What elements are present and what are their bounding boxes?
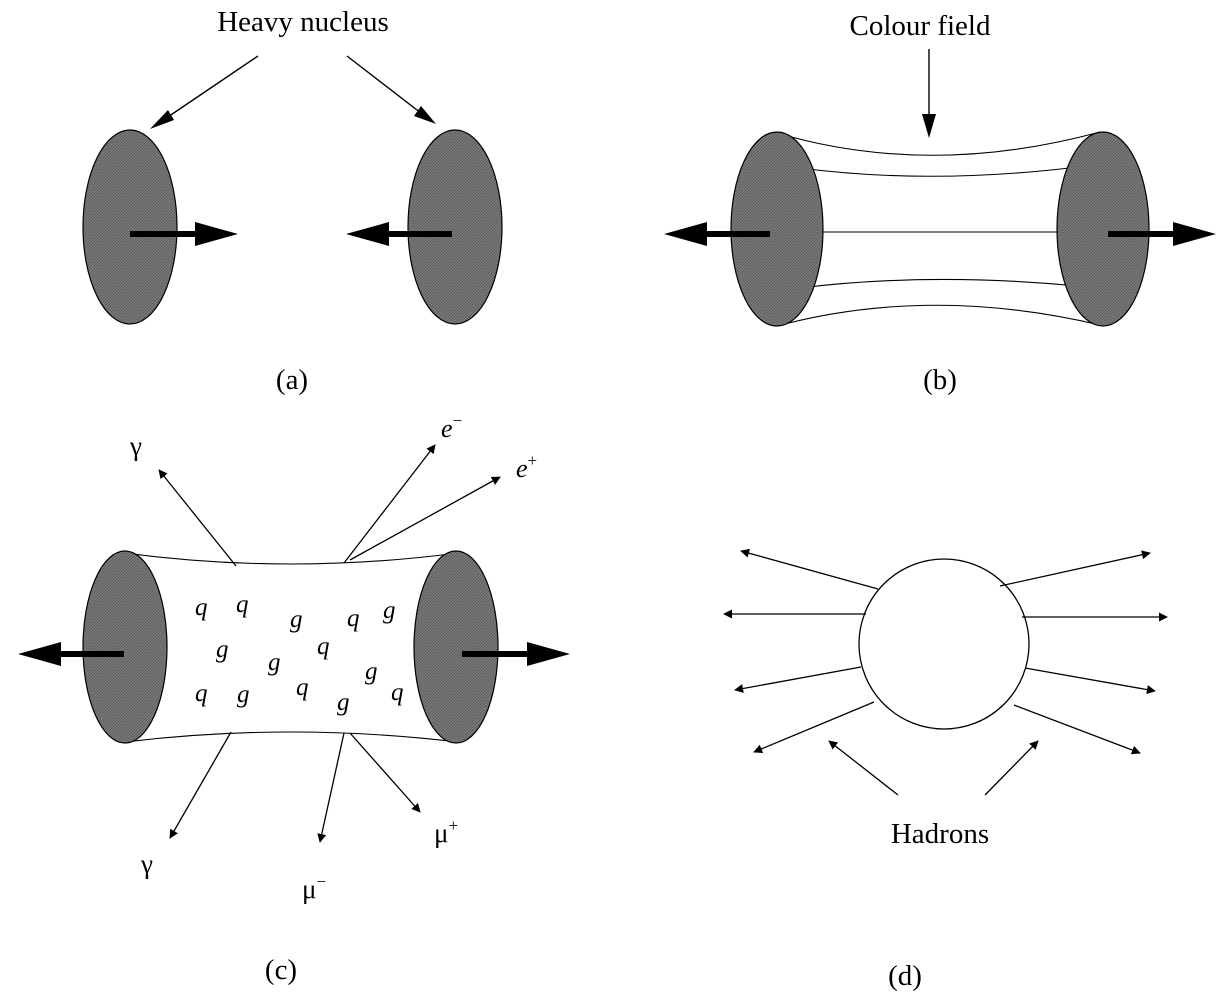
electron-label: e− — [441, 411, 462, 443]
nucleus-right — [413, 550, 499, 744]
caption-a: (a) — [276, 364, 308, 396]
caption-d: (d) — [888, 960, 922, 992]
colour-field-lines — [776, 131, 1101, 327]
motion-arrows — [18, 642, 570, 666]
muon-minus-label: μ− — [302, 872, 326, 904]
fireball-tube — [124, 552, 459, 743]
quark-label: q — [347, 605, 360, 632]
hadrons-label: Hadrons — [891, 818, 989, 850]
gluon-label: g — [365, 658, 378, 685]
nucleus-right — [1056, 131, 1150, 327]
gluon-label: g — [237, 681, 250, 708]
quark-label: q — [236, 591, 249, 618]
caption-b: (b) — [923, 364, 957, 396]
motion-arrows — [130, 222, 452, 246]
gluon-label: g — [383, 597, 396, 624]
heavy-nucleus-label: Heavy nucleus — [217, 6, 389, 38]
panel-a: Heavy nucleus (a) — [82, 6, 503, 396]
gluon-label: g — [290, 606, 303, 633]
muon-plus-label: μ+ — [434, 816, 458, 848]
hadron-arrows — [723, 548, 1168, 796]
gluon-label: g — [337, 689, 350, 716]
hadronization-sphere — [858, 558, 1030, 730]
gamma-bottom-label: γ — [140, 849, 153, 879]
motion-arrows — [664, 222, 1216, 246]
nucleus-left — [82, 129, 178, 325]
positron-label: e+ — [516, 451, 537, 483]
nucleus-right — [407, 129, 503, 325]
quark-label: q — [195, 680, 208, 707]
gamma-top-label: γ — [129, 431, 142, 461]
panel-d: Hadrons (d) — [723, 548, 1168, 992]
quark-label: q — [296, 674, 309, 701]
quark-label: q — [195, 594, 208, 621]
nucleus-left — [730, 131, 824, 327]
emitted-particle-arrows — [158, 444, 501, 843]
label-pointer-arrows — [150, 55, 436, 129]
colour-field-label: Colour field — [850, 10, 991, 42]
gluon-label: g — [268, 649, 281, 676]
quark-label: q — [317, 633, 330, 660]
particle-labels: γ γ e− e+ μ− μ+ — [129, 411, 537, 904]
colour-field-pointer-arrow — [922, 49, 936, 138]
nucleus-left — [82, 550, 168, 744]
panel-c: γ γ e− e+ μ− μ+ q q g q g g q g g q — [18, 411, 570, 986]
panel-b: Colour field (b) — [664, 10, 1216, 396]
parton-labels: q q g q g g q g g q g q g q — [195, 591, 404, 716]
caption-c: (c) — [265, 954, 297, 986]
gluon-label: g — [216, 636, 229, 663]
quark-label: q — [391, 679, 404, 706]
